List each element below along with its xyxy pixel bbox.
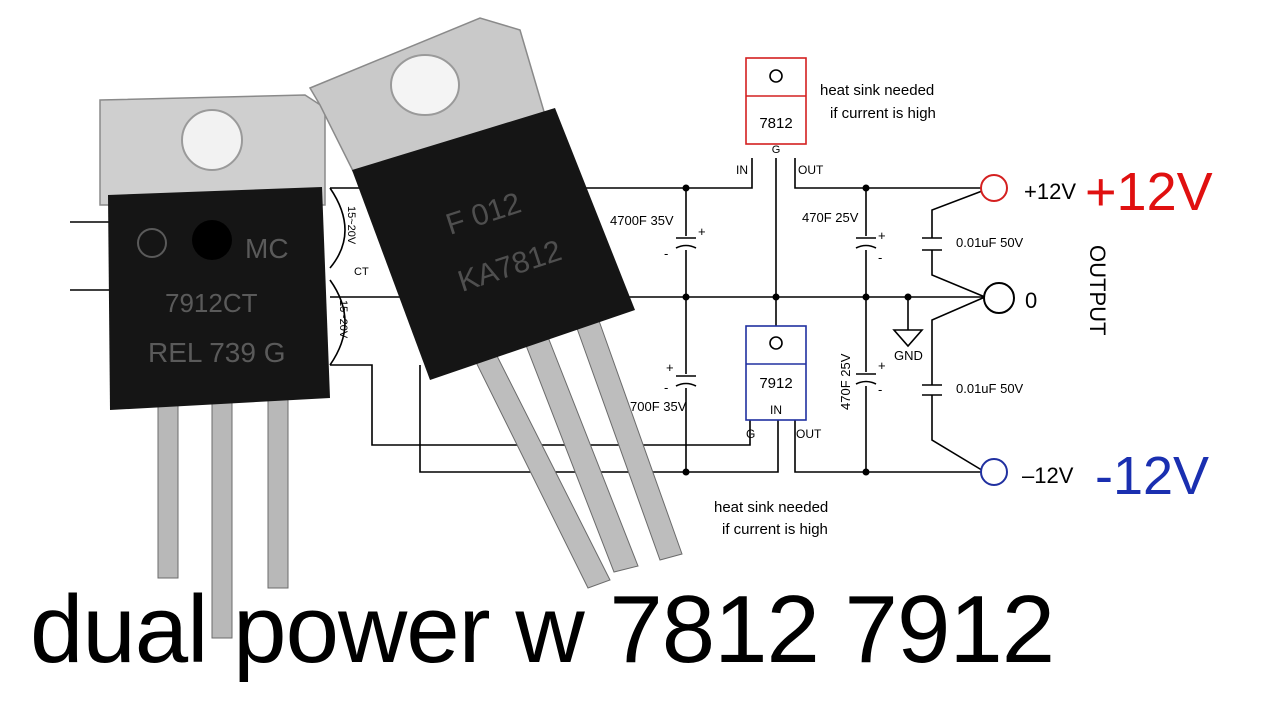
bypass-capacitor-bottom xyxy=(922,384,942,396)
regulator-7812-pin-in: IN xyxy=(736,163,748,177)
bypass-cap-bottom-label: 0.01uF 50V xyxy=(956,381,1024,396)
big-label-negative: -12V xyxy=(1095,446,1209,506)
transistor-photo-7912: MC 7912CT REL 739 G xyxy=(99,94,330,639)
cap-plus-sign: + xyxy=(698,224,706,239)
big-label-positive: +12V xyxy=(1085,162,1213,222)
bypass-cap-top-label: 0.01uF 50V xyxy=(956,235,1024,250)
ground-label: GND xyxy=(894,348,923,363)
junction-dot xyxy=(904,293,912,301)
regulator-7912-pin-g: G xyxy=(746,427,755,441)
regulator-7912-pin-in: IN xyxy=(770,403,782,417)
junction-dot xyxy=(862,293,870,301)
terminal-negative xyxy=(980,458,1008,486)
regulator-7912: 7912 IN G OUT xyxy=(745,325,822,441)
heatsink-note-top-line2: if current is high xyxy=(830,105,936,122)
junction-dot xyxy=(862,184,870,192)
cap-minus-sign: - xyxy=(664,380,668,395)
output-cap-top-label: 470F 25V xyxy=(802,210,859,225)
output-capacitor-top: + - xyxy=(855,228,886,265)
bypass-capacitor-top xyxy=(922,237,942,251)
output-capacitor-bottom: + - xyxy=(855,358,886,397)
junction-dots xyxy=(682,184,912,476)
terminal-positive-label: +12V xyxy=(1024,179,1076,204)
caption-title: dual power w 7812 7912 xyxy=(30,576,1055,683)
junction-dot xyxy=(682,468,690,476)
transformer-secondary-top-label: 15~20V xyxy=(345,206,357,245)
terminal-zero-label: 0 xyxy=(1025,288,1037,313)
junction-dot xyxy=(772,293,780,301)
cap-minus-sign: - xyxy=(878,382,882,397)
output-label: OUTPUT xyxy=(1085,245,1110,335)
left-marking-3: REL 739 G xyxy=(148,337,285,368)
cap-plus-sign: + xyxy=(666,360,674,375)
output-cap-bottom-label: 470F 25V xyxy=(838,353,853,410)
cap-plus-sign: + xyxy=(878,358,886,373)
mounting-hole-icon xyxy=(390,54,460,116)
left-marking-1: MC xyxy=(245,233,289,264)
terminal-positive xyxy=(980,174,1008,202)
terminal-negative-label: –12V xyxy=(1022,463,1074,488)
regulator-7912-pin-out: OUT xyxy=(796,427,822,441)
mounting-hole-icon xyxy=(769,69,783,83)
on-semi-logo-icon xyxy=(137,228,167,258)
ground-symbol: GND xyxy=(892,329,924,363)
junction-dot xyxy=(862,468,870,476)
input-capacitor-top: + - xyxy=(664,224,706,261)
heatsink-note-top-line1: heat sink needed xyxy=(820,82,934,99)
junction-dot xyxy=(682,293,690,301)
cap-plus-sign: + xyxy=(878,228,886,243)
input-capacitor-bottom: + - xyxy=(664,360,697,395)
regulator-7912-part: 7912 xyxy=(759,375,792,392)
transformer-center-tap-label: CT xyxy=(354,266,369,278)
terminals: +12V 0 –12V OUTPUT xyxy=(980,174,1110,488)
cap-minus-sign: - xyxy=(878,250,882,265)
cap-minus-sign: - xyxy=(664,246,668,261)
regulator-7812: 7812 G IN OUT xyxy=(736,57,824,177)
regulator-7812-pin-out: OUT xyxy=(798,163,824,177)
regulator-7812-pin-g: G xyxy=(772,144,781,156)
junction-dot xyxy=(682,184,690,192)
terminal-zero xyxy=(983,282,1015,314)
mounting-hole-icon xyxy=(769,336,783,350)
input-cap-bottom-label: 700F 35V xyxy=(630,399,687,414)
heatsink-note-bottom-line2: if current is high xyxy=(722,521,828,538)
transistor-photo-7812: F 012 KA7812 xyxy=(308,17,683,589)
left-marking-2: 7912CT xyxy=(165,288,258,318)
mounting-hole-icon xyxy=(181,109,243,171)
input-cap-top-label: 4700F 35V xyxy=(610,213,674,228)
transformer-secondary-bottom-label: 15~20V xyxy=(337,300,349,339)
regulator-7812-part: 7812 xyxy=(759,115,792,132)
heatsink-note-bottom-line1: heat sink needed xyxy=(714,499,828,516)
